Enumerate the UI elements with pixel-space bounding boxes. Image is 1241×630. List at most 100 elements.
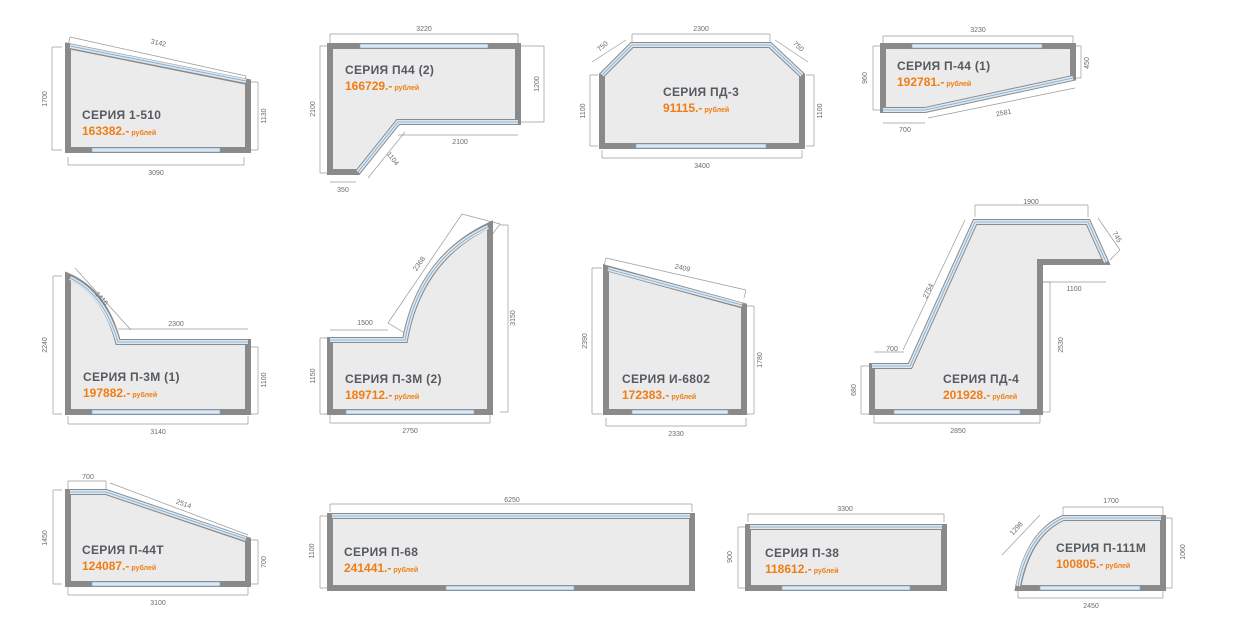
currency-label: рублей — [131, 564, 157, 572]
balcony-shape-p-44t — [65, 489, 251, 587]
dim-label: 1150 — [310, 368, 317, 383]
dim-label: 1104 — [385, 151, 400, 167]
dim-label: 3100 — [150, 600, 166, 607]
balcony-card: СЕРИЯ П-68 241441.-рублей — [344, 545, 419, 576]
balcony-shape-pd-3 — [599, 42, 805, 149]
series-price: 241441.-рублей — [344, 560, 419, 576]
dim-label: 3142 — [150, 38, 167, 48]
dim-label: 3400 — [694, 163, 710, 170]
dim-label: 3220 — [416, 26, 432, 33]
dim-label: 1900 — [1023, 199, 1039, 206]
dim-label: 2750 — [402, 428, 418, 435]
dim-label: 1700 — [42, 91, 49, 107]
balcony-shape-p-3m-1 — [65, 271, 251, 415]
dim-label: 700 — [886, 346, 898, 353]
dim-label: 960 — [862, 72, 869, 84]
series-price: 172383.-рублей — [622, 388, 710, 403]
dim-label: 745 — [1110, 230, 1122, 244]
dim-label: 700 — [261, 556, 268, 568]
dim-label: 2240 — [42, 337, 49, 353]
balcony-card: СЕРИЯ И-6802 172383.-рублей — [622, 372, 711, 403]
balcony-shape-p44-2 — [327, 43, 521, 175]
currency-label: рублей — [393, 566, 419, 574]
dim-label: 2530 — [1058, 337, 1065, 353]
series-title: СЕРИЯ 1-510 — [82, 108, 162, 122]
dim-label: 2100 — [310, 101, 317, 117]
currency-label: рублей — [132, 391, 158, 399]
series-price: 118612.-рублей — [765, 561, 839, 577]
balcony-shape-i-6802 — [603, 264, 747, 415]
dim-label: 2300 — [168, 321, 184, 328]
currency-label: рублей — [394, 84, 420, 92]
dim-label: 2754 — [922, 283, 935, 300]
dim-label: 1298 — [1009, 521, 1025, 537]
price-value: 189712.- — [345, 387, 393, 402]
dim-label: 1100 — [1066, 286, 1081, 293]
dim-label: 1100 — [817, 103, 824, 118]
price-value: 118612.- — [765, 561, 812, 576]
dim-label: 1450 — [42, 530, 49, 546]
series-title: СЕРИЯ ПД-4 — [943, 372, 1020, 386]
balcony-shape-p-111m — [1014, 515, 1166, 591]
dim-label: 1700 — [1103, 498, 1119, 505]
balcony-shape-p-3m-2 — [327, 220, 493, 415]
balcony-card: СЕРИЯ ПД-3 91115.-рублей — [663, 85, 739, 116]
series-price: 91115.-рублей — [663, 100, 739, 116]
dim-label: 2850 — [950, 428, 966, 435]
dim-label: 680 — [851, 384, 858, 396]
balcony-card: СЕРИЯ П-38 118612.-рублей — [765, 546, 840, 577]
price-value: 197882.- — [83, 385, 131, 400]
dim-label: 3140 — [150, 429, 166, 436]
balcony-shape-pd-4 — [869, 219, 1111, 415]
series-title: СЕРИЯ И-6802 — [622, 372, 711, 386]
balcony-shape-p-44-1 — [880, 43, 1076, 113]
series-title: СЕРИЯ П-111М — [1056, 541, 1147, 555]
dim-label: 2409 — [674, 263, 691, 273]
balcony-card: СЕРИЯ П44 (2) 166729.-рублей — [345, 63, 434, 94]
balcony-card: СЕРИЯ П-3М (2) 189712.-рублей — [345, 372, 442, 403]
balcony-card: СЕРИЯ ПД-4 201928.-рублей — [943, 372, 1020, 403]
price-value: 241441.- — [344, 560, 392, 575]
dim-label: 350 — [337, 187, 349, 194]
series-title: СЕРИЯ П-3М (2) — [345, 372, 442, 386]
series-title: СЕРИЯ П-44 (1) — [897, 59, 991, 73]
currency-label: рублей — [946, 80, 972, 88]
balcony-card: СЕРИЯ П-44Т 124087.-рублей — [82, 543, 164, 574]
price-value: 100805.- — [1056, 556, 1104, 571]
price-value: 163382.- — [82, 123, 130, 138]
dim-label: 3090 — [148, 170, 164, 177]
series-price: 197882.-рублей — [83, 385, 180, 401]
dim-label: 450 — [1084, 57, 1091, 69]
balcony-shape-p-38 — [745, 524, 947, 591]
series-price: 189712.-рублей — [345, 387, 442, 403]
series-title: СЕРИЯ П-3М (1) — [83, 370, 180, 384]
currency-label: рублей — [131, 129, 157, 137]
dim-label: 3230 — [970, 27, 986, 34]
price-value: 91115.- — [663, 100, 703, 115]
dim-label: 1100 — [261, 372, 268, 387]
dim-label: 700 — [82, 474, 94, 481]
currency-label: рублей — [1105, 562, 1131, 570]
dimension-lines — [51, 33, 1173, 599]
series-price: 166729.-рублей — [345, 78, 434, 94]
dim-label: 1130 — [261, 108, 268, 123]
dim-label: 3150 — [510, 310, 517, 326]
dim-label: 3300 — [837, 506, 853, 513]
price-value: 201928.- — [943, 387, 991, 402]
price-value: 192781.- — [897, 74, 945, 89]
dim-label: 1100 — [580, 103, 587, 118]
currency-label: рублей — [813, 567, 839, 575]
balcony-shape-1-510 — [65, 42, 251, 153]
series-price: 201928.-рублей — [943, 387, 1019, 403]
series-title: СЕРИЯ П-38 — [765, 546, 840, 560]
balcony-shape-p-68 — [327, 513, 695, 591]
series-title: СЕРИЯ П-44Т — [82, 543, 164, 557]
dim-label: 1200 — [534, 76, 541, 92]
dim-label: 900 — [727, 551, 734, 563]
price-value: 166729.- — [345, 78, 393, 93]
dim-label: 2450 — [1083, 603, 1099, 610]
dim-label: 2514 — [175, 499, 192, 511]
currency-label: рублей — [992, 393, 1018, 401]
series-title: СЕРИЯ П-68 — [344, 545, 419, 559]
